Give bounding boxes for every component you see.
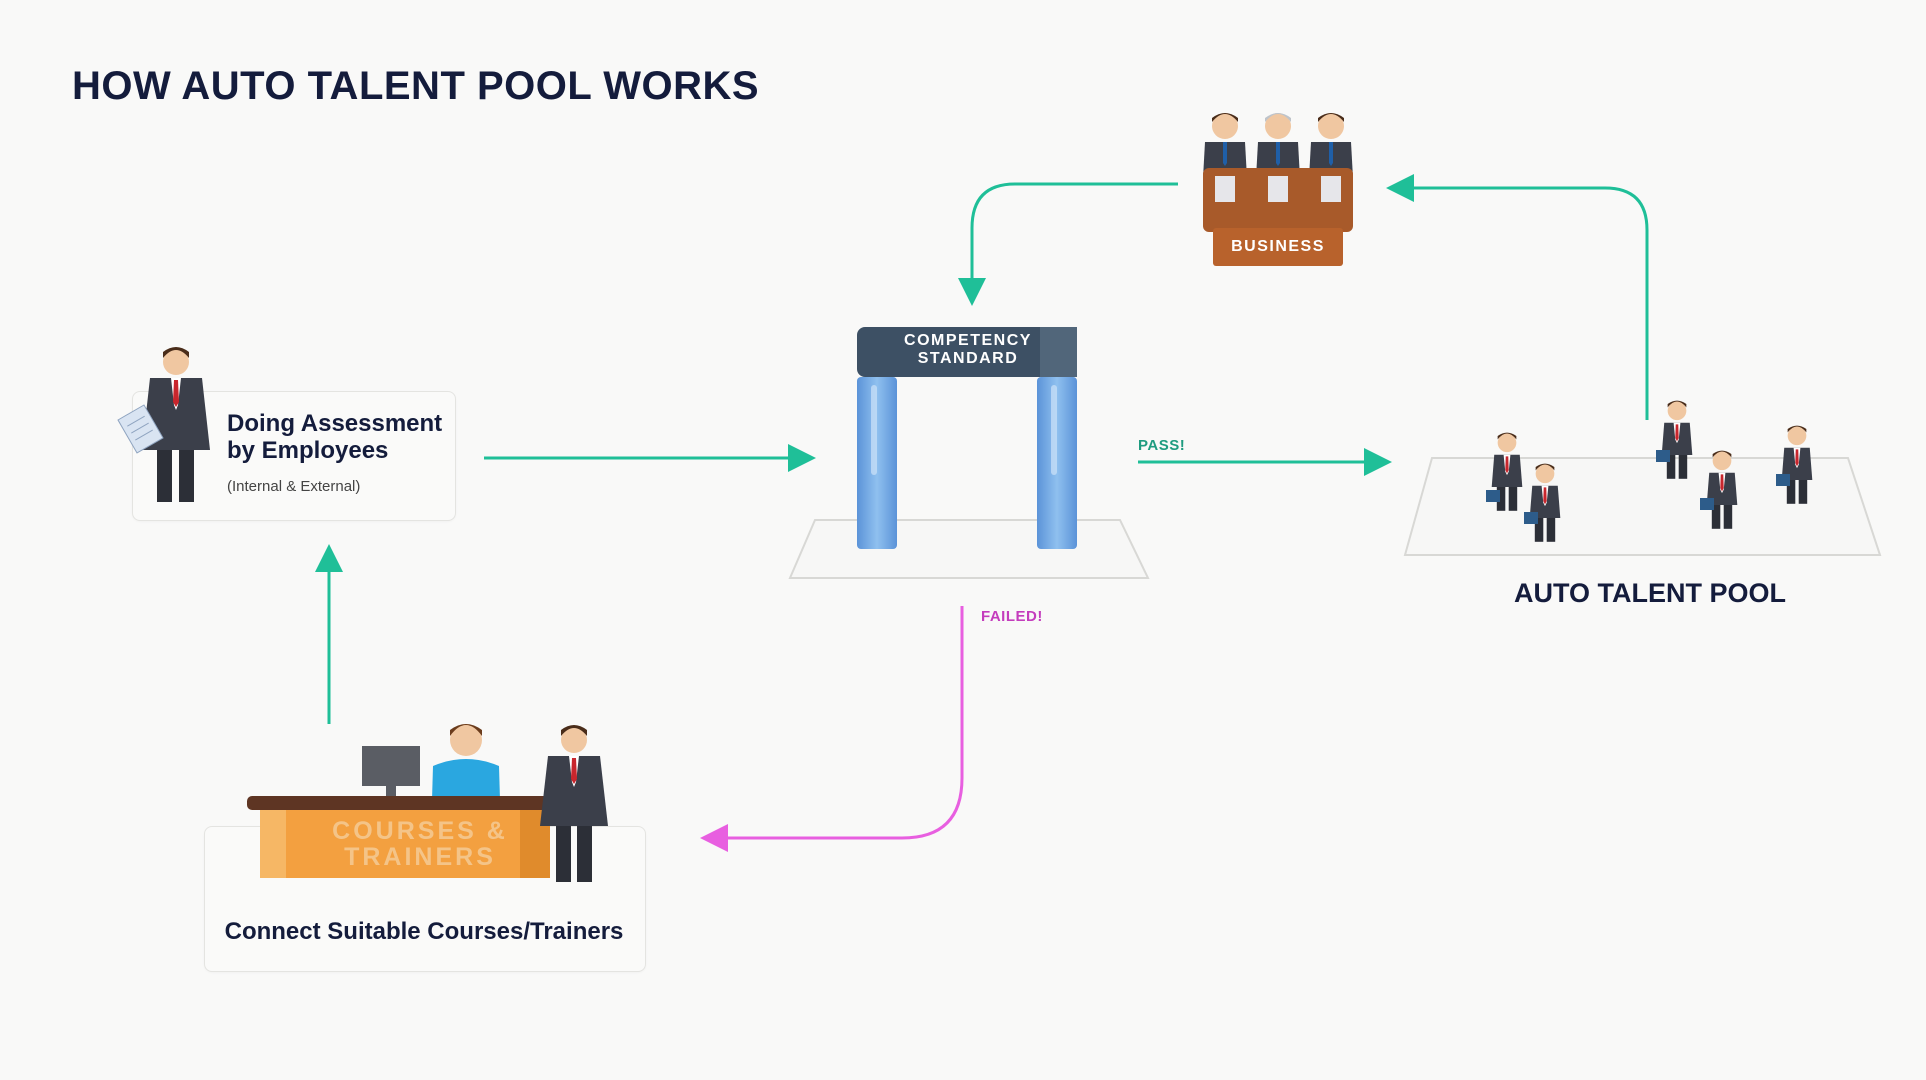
businessman-icon bbox=[540, 725, 608, 882]
competency-standard-label: COMPETENCY STANDARD bbox=[904, 332, 1032, 367]
page-title: HOW AUTO TALENT POOL WORKS bbox=[72, 64, 760, 108]
judges-panel-icon bbox=[1203, 113, 1353, 266]
arrow-pool-to-business bbox=[1386, 174, 1649, 420]
assessment-subtitle: (Internal & External) bbox=[227, 478, 361, 495]
arrow-assessment-to-gate bbox=[484, 444, 816, 472]
talent-pool-label: AUTO TALENT POOL bbox=[1514, 578, 1786, 608]
arrow-pass-to-pool bbox=[1138, 448, 1392, 476]
courses-label: Connect Suitable Courses/Trainers bbox=[224, 918, 624, 945]
talent-pool-platform bbox=[1403, 457, 1882, 556]
competency-gate-icon bbox=[857, 327, 1077, 549]
businessman-with-clipboard-icon bbox=[117, 347, 210, 502]
failed-label: FAILED! bbox=[981, 608, 1043, 625]
business-label: BUSINESS bbox=[1231, 238, 1325, 255]
courses-desk-text: COURSES & TRAINERS bbox=[332, 817, 508, 871]
arrow-business-to-gate bbox=[958, 182, 1178, 306]
pool-businessmen-icon bbox=[1486, 400, 1813, 542]
courses-desk-icon bbox=[247, 724, 559, 878]
assessment-title: Doing Assessment by Employees bbox=[227, 410, 443, 464]
gate-platform bbox=[788, 519, 1150, 579]
pass-label: PASS! bbox=[1138, 437, 1186, 454]
arrow-failed-to-courses bbox=[700, 606, 964, 852]
arrow-courses-to-assessment bbox=[315, 544, 343, 724]
